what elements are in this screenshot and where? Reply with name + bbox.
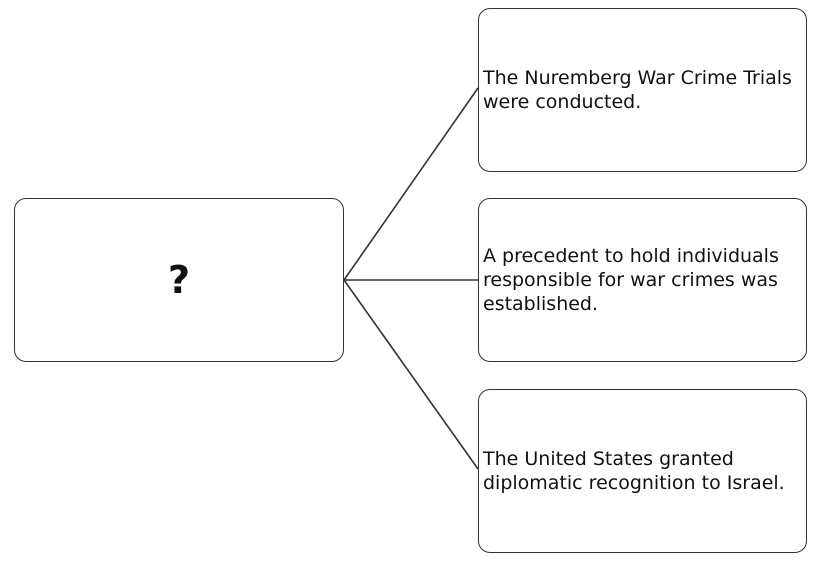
effect-text: The United States granted diplomatic rec… [483,448,785,494]
connector-to-effect-1 [343,87,479,281]
effect-box-nuremberg-trials: The Nuremberg War Crime Trials were cond… [478,8,807,172]
effect-text: A precedent to hold individuals responsi… [483,245,779,315]
unknown-cause-box: ? [14,198,344,362]
connector-to-effect-3 [343,279,479,470]
effect-text: The Nuremberg War Crime Trials were cond… [483,67,792,113]
effect-box-war-crimes-precedent: A precedent to hold individuals responsi… [478,198,807,362]
question-mark-label: ? [167,258,191,302]
effect-box-israel-recognition: The United States granted diplomatic rec… [478,389,807,553]
